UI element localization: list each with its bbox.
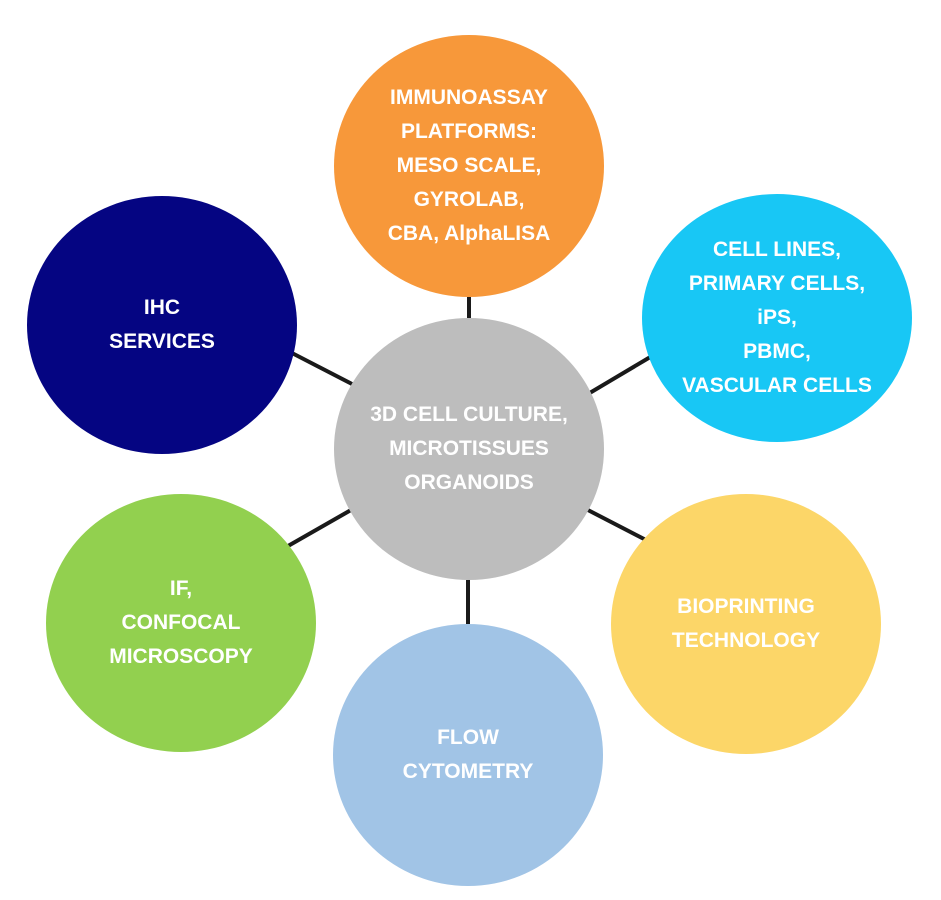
bioprinting-technology-node: BIOPRINTING TECHNOLOGY <box>611 494 881 754</box>
connector-bottom-left <box>287 508 352 548</box>
if-confocal-microscopy-node: IF, CONFOCAL MICROSCOPY <box>46 494 316 752</box>
flow-cytometry-node: FLOW CYTOMETRY <box>333 624 603 886</box>
cell-lines-node: CELL LINES, PRIMARY CELLS, iPS, PBMC, VA… <box>642 194 912 442</box>
center-node-3d-cell-culture: 3D CELL CULTURE, MICROTISSUES ORGANOIDS <box>334 318 604 580</box>
connector-top-right <box>586 354 654 396</box>
ihc-services-node: IHC SERVICES <box>27 196 297 454</box>
immunoassay-platforms-node: IMMUNOASSAY PLATFORMS: MESO SCALE, GYROL… <box>334 35 604 297</box>
connector-top-left <box>289 350 353 386</box>
connector-bottom-right <box>583 506 647 542</box>
